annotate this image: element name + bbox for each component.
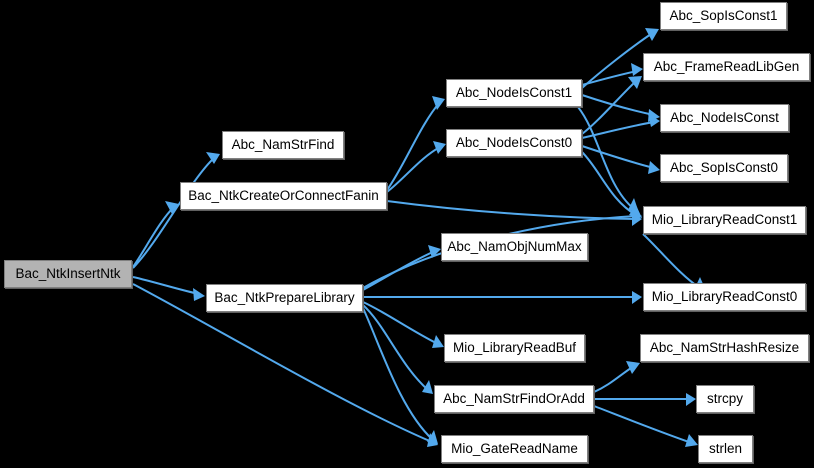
arrowhead-n0-n2: [165, 201, 179, 214]
graph-node-strlen[interactable]: strlen: [698, 435, 753, 463]
arrowhead-n2-n5: [433, 141, 446, 154]
graph-node-label: Bac_NtkCreateOrConnectFanin: [188, 188, 379, 204]
graph-node-label: Abc_NodeIsConst1: [455, 85, 573, 101]
graph-node-label: Abc_NodeIsConst0: [455, 135, 573, 151]
graph-node-label: Abc_NamStrHashResize: [649, 340, 800, 356]
graph-node-label: Mio_LibraryReadBuf: [452, 340, 577, 356]
call-edge-n4-n14: [577, 106, 635, 210]
arrowhead-n5-n11: [628, 76, 642, 89]
graph-node-abc-sopisconst1[interactable]: Abc_SopIsConst1: [660, 2, 787, 30]
graph-node-mio-libraryreadbuf[interactable]: Mio_LibraryReadBuf: [444, 334, 585, 362]
arrowhead-n8-n17: [686, 393, 696, 406]
graph-node-abc-nodeisconst1[interactable]: Abc_NodeIsConst1: [446, 79, 582, 107]
graph-node-mio-gatereadname[interactable]: Mio_GateReadName: [441, 435, 588, 463]
graph-node-abc-nodeisconst0[interactable]: Abc_NodeIsConst0: [446, 129, 582, 157]
graph-node-label: Abc_NodeIsConst: [670, 110, 779, 126]
graph-node-label: Bac_NtkPrepareLibrary: [214, 290, 355, 306]
graph-node-mio-libraryreadconst1[interactable]: Mio_LibraryReadConst1: [643, 206, 806, 234]
arrowhead-n5-n13: [648, 161, 660, 174]
arrowhead-n2-n4: [432, 96, 445, 110]
graph-node-label: strlen: [708, 441, 742, 457]
graph-node-bac-ntkinsertntk[interactable]: Bac_NtkInsertNtk: [4, 260, 132, 288]
graph-node-abc-namstrfind[interactable]: Abc_NamStrFind: [222, 131, 344, 159]
call-edge-n2-n5: [386, 146, 441, 193]
call-edge-n4-n12: [581, 94, 655, 116]
graph-node-label: Mio_LibraryReadConst0: [651, 289, 798, 305]
arrowhead-n4-n11: [631, 63, 643, 76]
call-edge-n8-n18: [593, 405, 693, 444]
arrowhead-n8-n16: [626, 361, 640, 374]
call-edge-n2-n4: [386, 101, 441, 191]
call-edge-n5-n12: [581, 121, 655, 139]
call-edge-n0-n3: [132, 276, 200, 295]
graph-node-label: Abc_NamObjNumMax: [447, 239, 582, 255]
arrowhead-n0-n3: [193, 288, 205, 301]
arrowhead-n4-n10: [645, 28, 659, 41]
graph-node-abc-namobjnummax[interactable]: Abc_NamObjNumMax: [441, 233, 588, 261]
call-edge-n0-n2: [132, 206, 175, 268]
graph-node-label: Bac_NtkInsertNtk: [15, 266, 121, 282]
graph-node-abc-sopisconst0[interactable]: Abc_SopIsConst0: [660, 154, 788, 182]
call-edge-n5-n13: [581, 145, 655, 169]
graph-node-bac-ntkcreateorconnectfanin[interactable]: Bac_NtkCreateOrConnectFanin: [180, 182, 387, 210]
call-edge-n3-n7: [362, 301, 439, 345]
graph-node-abc-namstrhashresize[interactable]: Abc_NamStrHashResize: [640, 334, 809, 362]
arrowhead-n3-n9: [427, 430, 438, 444]
graph-node-label: strcpy: [706, 391, 743, 407]
graph-node-abc-namstrfindoradd[interactable]: Abc_NamStrFindOrAdd: [434, 385, 594, 413]
call-edge-n14-n15: [642, 233, 701, 289]
call-edge-n5-n11: [581, 79, 638, 135]
arrowhead-n3-n8: [422, 380, 433, 394]
arrowhead-n5-n12: [648, 114, 660, 127]
call-edge-n8-n16: [593, 365, 635, 393]
graph-node-mio-libraryreadconst0[interactable]: Mio_LibraryReadConst0: [643, 283, 806, 311]
arrowhead-n0-n1: [206, 152, 220, 164]
graph-node-label: Abc_FrameReadLibGen: [653, 59, 800, 75]
arrowhead-n8-n18: [685, 434, 698, 447]
graph-node-label: Abc_SopIsConst0: [669, 160, 779, 176]
graph-node-label: Mio_GateReadName: [451, 441, 578, 457]
graph-node-bac-ntkpreparelibrary[interactable]: Bac_NtkPrepareLibrary: [206, 284, 363, 312]
arrowhead-n3-n15: [632, 291, 642, 304]
arrowhead-n3-n6: [428, 245, 441, 258]
graph-node-label: Abc_NamStrFind: [231, 137, 335, 153]
graph-node-label: Abc_NamStrFindOrAdd: [443, 391, 585, 407]
call-edge-n4-n11: [581, 70, 638, 86]
graph-node-label: Abc_SopIsConst1: [669, 8, 778, 24]
call-edge-n2-n14: [386, 200, 637, 220]
graph-node-abc-nodeisconst[interactable]: Abc_NodeIsConst: [660, 104, 789, 132]
graph-node-strcpy[interactable]: strcpy: [696, 385, 754, 413]
call-edge-n3-n8: [362, 304, 429, 391]
arrowhead-n3-n7: [432, 335, 444, 348]
call-edge-n5-n14: [581, 151, 637, 216]
call-edge-n0-n9: [132, 283, 433, 443]
call-edge-n3-n9: [362, 307, 434, 441]
arrowhead-n5-n14: [629, 205, 642, 218]
call-edge-n0-n1: [132, 156, 216, 269]
graph-node-label: Mio_LibraryReadConst1: [651, 212, 798, 228]
graph-node-abc-framereadlibgen[interactable]: Abc_FrameReadLibGen: [643, 53, 810, 81]
